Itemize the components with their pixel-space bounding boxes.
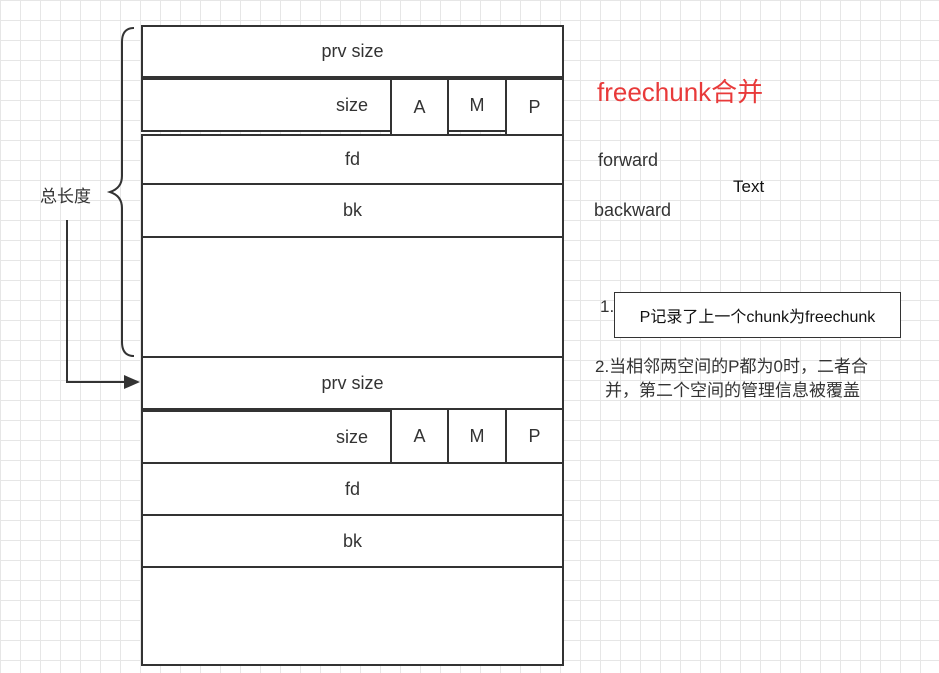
total-length-brace xyxy=(106,27,135,357)
chunk2-prv-size: prv size xyxy=(141,356,564,410)
chunk2-prv-size-label: prv size xyxy=(321,372,384,393)
forward-label: forward xyxy=(598,150,659,170)
note2-line2: 并，第二个空间的管理信息被覆盖 xyxy=(605,381,860,400)
backward-label: backward xyxy=(594,200,672,220)
chunk2-bk: bk xyxy=(141,514,564,568)
chunk1-size-label: size xyxy=(335,94,368,115)
chunk1-flag-p-label: P xyxy=(528,96,541,117)
chunk2-flag-m-label: M xyxy=(469,425,485,446)
diagram-title: freechunk合并 xyxy=(597,77,764,107)
note1-text: P记录了上一个chunk为freechunk xyxy=(639,309,876,326)
chunk1-flag-p: P xyxy=(505,78,564,136)
chunk1-prv-size: prv size xyxy=(141,25,564,78)
pointer-arrow-line xyxy=(66,220,128,383)
pointer-arrow-head xyxy=(124,375,140,389)
chunk1-flag-m: M xyxy=(447,78,507,132)
chunk1-data xyxy=(141,236,564,358)
chunk2-fd: fd xyxy=(141,462,564,516)
chunk2-flag-m: M xyxy=(447,408,507,464)
chunk2-flag-a: A xyxy=(390,408,449,464)
text-label: Text xyxy=(733,177,765,196)
chunk1-fd-label: fd xyxy=(344,149,360,169)
note1-prefix: 1. xyxy=(600,297,615,316)
chunk2-flag-p: P xyxy=(505,408,564,464)
chunk1-size: size xyxy=(141,78,392,132)
chunk1-prv-size-label: prv size xyxy=(321,41,384,61)
chunk2-flag-p-label: P xyxy=(528,425,541,446)
chunk2-flag-a-label: A xyxy=(413,425,426,446)
chunk2-size-label: size xyxy=(335,426,368,447)
chunk1-flag-a-label: A xyxy=(413,96,426,117)
chunk2-fd-label: fd xyxy=(344,478,360,499)
chunk1-flag-a: A xyxy=(390,78,449,136)
chunk2-data xyxy=(141,566,564,666)
chunk2-bk-label: bk xyxy=(342,530,362,551)
chunk1-fd: fd xyxy=(141,134,564,185)
chunk2-size: size xyxy=(141,410,392,464)
note1-box: P记录了上一个chunk为freechunk xyxy=(614,292,901,338)
note2-line1: 2.当相邻两空间的P都为0时，二者合 xyxy=(595,357,868,376)
total-length-label: 总长度 xyxy=(40,187,91,206)
chunk1-bk: bk xyxy=(141,183,564,238)
chunk1-flag-m-label: M xyxy=(469,94,485,115)
chunk1-bk-label: bk xyxy=(342,200,362,220)
